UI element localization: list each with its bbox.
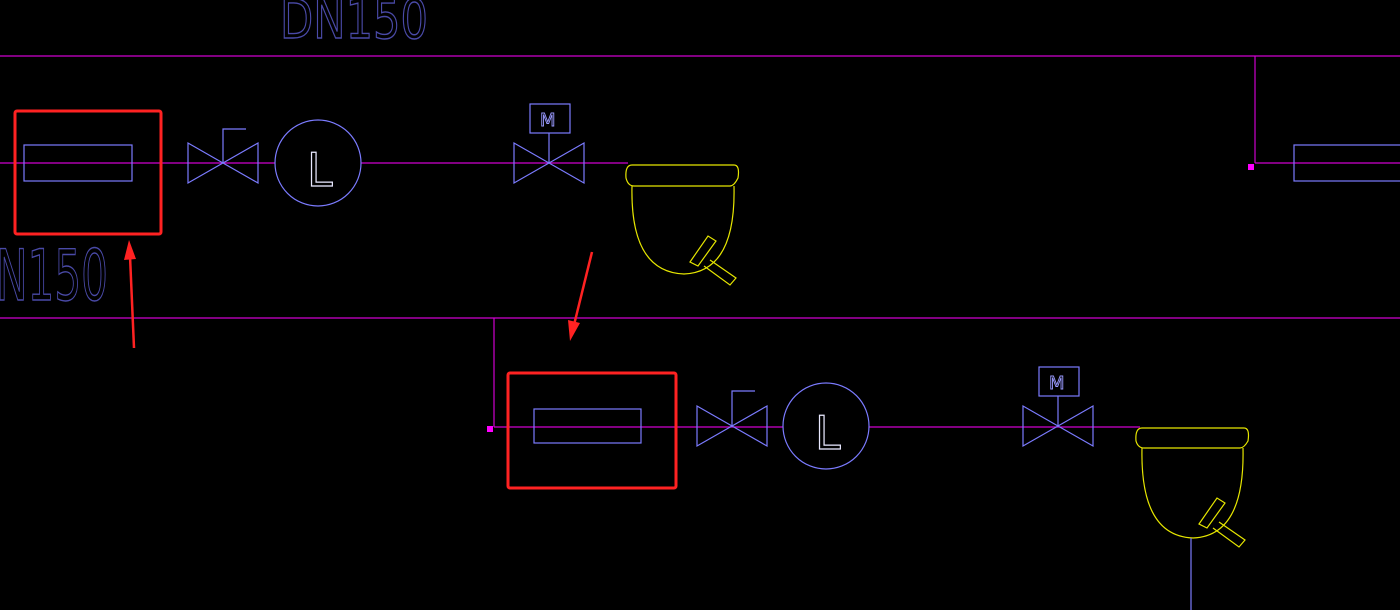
lower-branch-node xyxy=(487,426,493,432)
motor-valve-2-label: M xyxy=(1049,373,1065,394)
highlight-box-2 xyxy=(506,371,678,490)
hopper-vessel-icon xyxy=(625,164,740,187)
check-valve-1[interactable] xyxy=(187,128,259,185)
top-pipe-size-label: DN150 xyxy=(280,0,428,51)
arrow-2 xyxy=(568,251,594,341)
strainer-2[interactable] xyxy=(533,408,642,444)
meter-2-label: L xyxy=(815,406,841,460)
meter-1-label: L xyxy=(307,143,333,197)
filter-box-icon xyxy=(533,408,642,444)
check-valve-icon xyxy=(187,141,259,185)
flow-meter-1[interactable]: L xyxy=(274,119,362,207)
motor-valve-2[interactable]: M xyxy=(1022,366,1094,448)
motorized-valve-icon xyxy=(513,141,585,185)
hopper-vessel-icon xyxy=(1135,427,1250,449)
arrow-1 xyxy=(124,240,136,349)
check-valve-icon xyxy=(696,404,768,448)
right-branch-node xyxy=(1248,164,1254,170)
annotation-arrow-icon xyxy=(124,240,136,260)
left-pipe-size-label: N150 xyxy=(0,235,108,317)
level-meter-circle-icon xyxy=(274,119,362,207)
hopper-1[interactable] xyxy=(625,164,740,286)
check-valve-2[interactable] xyxy=(696,390,768,448)
motorized-valve-icon xyxy=(1022,404,1094,448)
annotation-arrow-icon xyxy=(568,320,580,341)
hopper-2[interactable] xyxy=(1135,427,1250,548)
motor-valve-1-label: M xyxy=(540,110,556,131)
highlight-box-1 xyxy=(13,109,163,236)
strainer-1[interactable] xyxy=(23,144,133,182)
filter-box-icon xyxy=(23,144,133,182)
flow-meter-2[interactable]: L xyxy=(782,382,870,470)
motor-valve-1[interactable]: M xyxy=(513,103,585,185)
strainer-3-partial[interactable] xyxy=(1293,144,1400,182)
level-meter-circle-icon xyxy=(782,382,870,470)
